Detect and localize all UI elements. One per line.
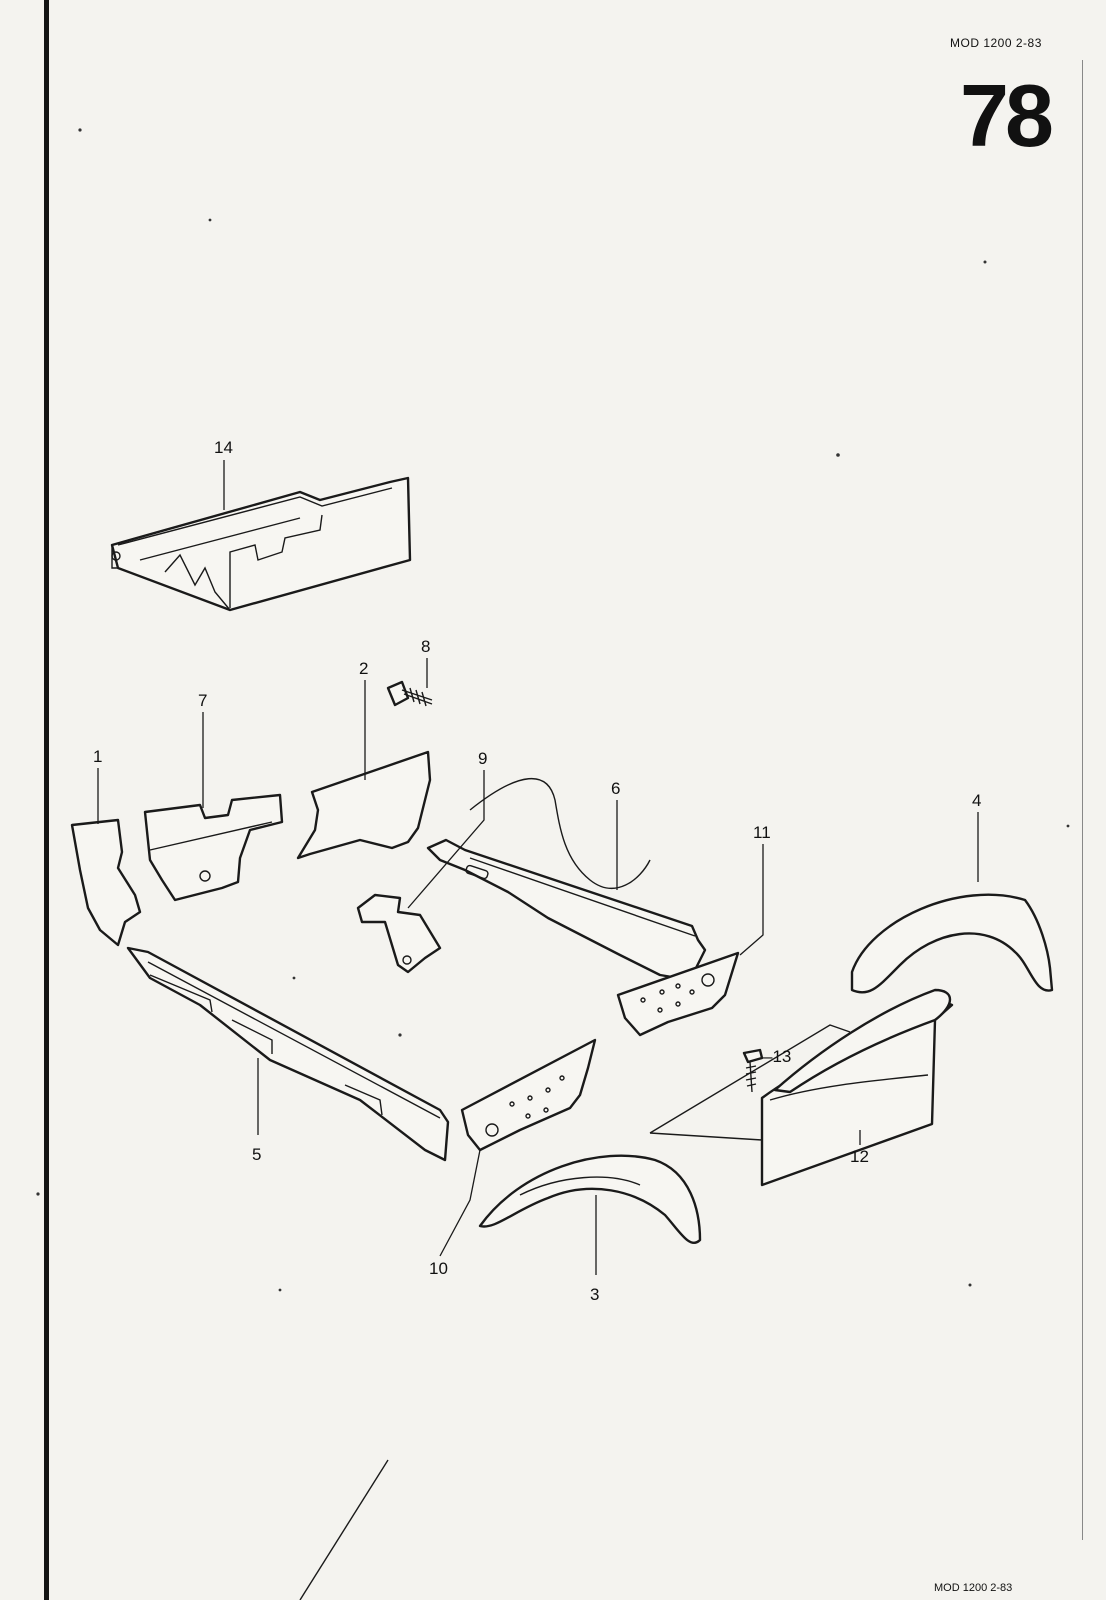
- callout-10: 10: [429, 1259, 448, 1278]
- part-10-reinforcement-plate: [460, 1038, 597, 1152]
- part-1-side-panel: [70, 818, 142, 947]
- part-5-left-sill: [126, 946, 450, 1162]
- binding-edge: [44, 0, 49, 1600]
- callout-8: 8: [421, 637, 430, 656]
- page-border: [1082, 60, 1083, 1540]
- scan-noise: [36, 128, 1070, 1600]
- callout-12: 12: [850, 1147, 869, 1166]
- part-14-tray: [110, 476, 412, 612]
- callout-9: 9: [478, 749, 487, 768]
- part-9-latch-bracket: [356, 778, 651, 974]
- part-3-wheel-arch: [478, 1154, 702, 1244]
- callout-2: 2: [359, 659, 368, 678]
- part-6-right-sill: [426, 838, 707, 982]
- part-13-screw: [742, 1048, 764, 1093]
- page-number: 78: [960, 66, 1054, 165]
- model-code-header: MOD 1200 2-83: [950, 36, 1042, 50]
- part-7-firewall-cover: [143, 793, 284, 902]
- callout-1: 1: [93, 747, 102, 766]
- part-11-reinforcement-plate: [616, 951, 740, 1037]
- callout-3: 3: [590, 1285, 599, 1304]
- callout-13: –13: [763, 1047, 791, 1066]
- callout-5: 5: [252, 1145, 261, 1164]
- callout-7: 7: [198, 691, 207, 710]
- model-code-footer: MOD 1200 2-83: [934, 1582, 1013, 1594]
- leader-lines: [97, 460, 979, 1275]
- part-8-screw: [386, 680, 433, 707]
- callout-11: 11: [753, 823, 771, 842]
- part-4-wheel-arch: [850, 893, 1054, 994]
- callout-14: 14: [214, 438, 233, 457]
- callout-6: 6: [611, 779, 620, 798]
- callout-4: 4: [972, 791, 981, 810]
- part-12-luggage-box: [649, 988, 954, 1187]
- part-2-front-panel: [296, 750, 432, 860]
